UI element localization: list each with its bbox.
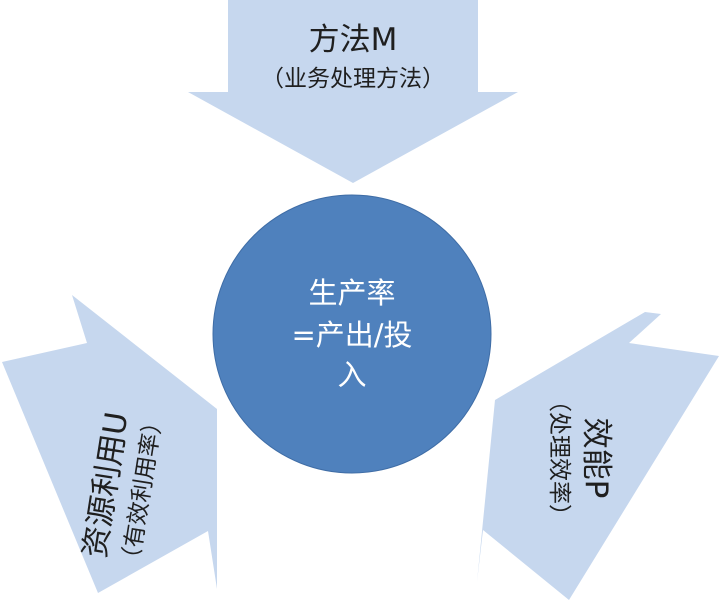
center-line-1: 生产率 bbox=[308, 276, 395, 310]
center-line-2: =产出/投 bbox=[291, 318, 412, 352]
center-line-3: 入 bbox=[337, 358, 366, 392]
right-arrow-shape bbox=[477, 312, 719, 600]
top-arrow-subtitle: （业务处理方法） bbox=[261, 66, 445, 92]
left-arrow-shape bbox=[2, 295, 217, 593]
top-arrow-shape bbox=[188, 0, 518, 183]
right-arrow: 效能P （处理效率） bbox=[477, 312, 719, 600]
center-node: 生产率 =产出/投 入 bbox=[212, 194, 492, 474]
top-arrow: 方法M （业务处理方法） bbox=[188, 0, 518, 183]
left-arrow: 资源利用U （有效利用率） bbox=[2, 295, 217, 593]
center-circle bbox=[212, 194, 492, 474]
right-arrow-title: 效能P bbox=[578, 418, 614, 499]
top-arrow-title: 方法M bbox=[309, 22, 398, 58]
right-arrow-subtitle: （处理效率） bbox=[546, 389, 572, 527]
